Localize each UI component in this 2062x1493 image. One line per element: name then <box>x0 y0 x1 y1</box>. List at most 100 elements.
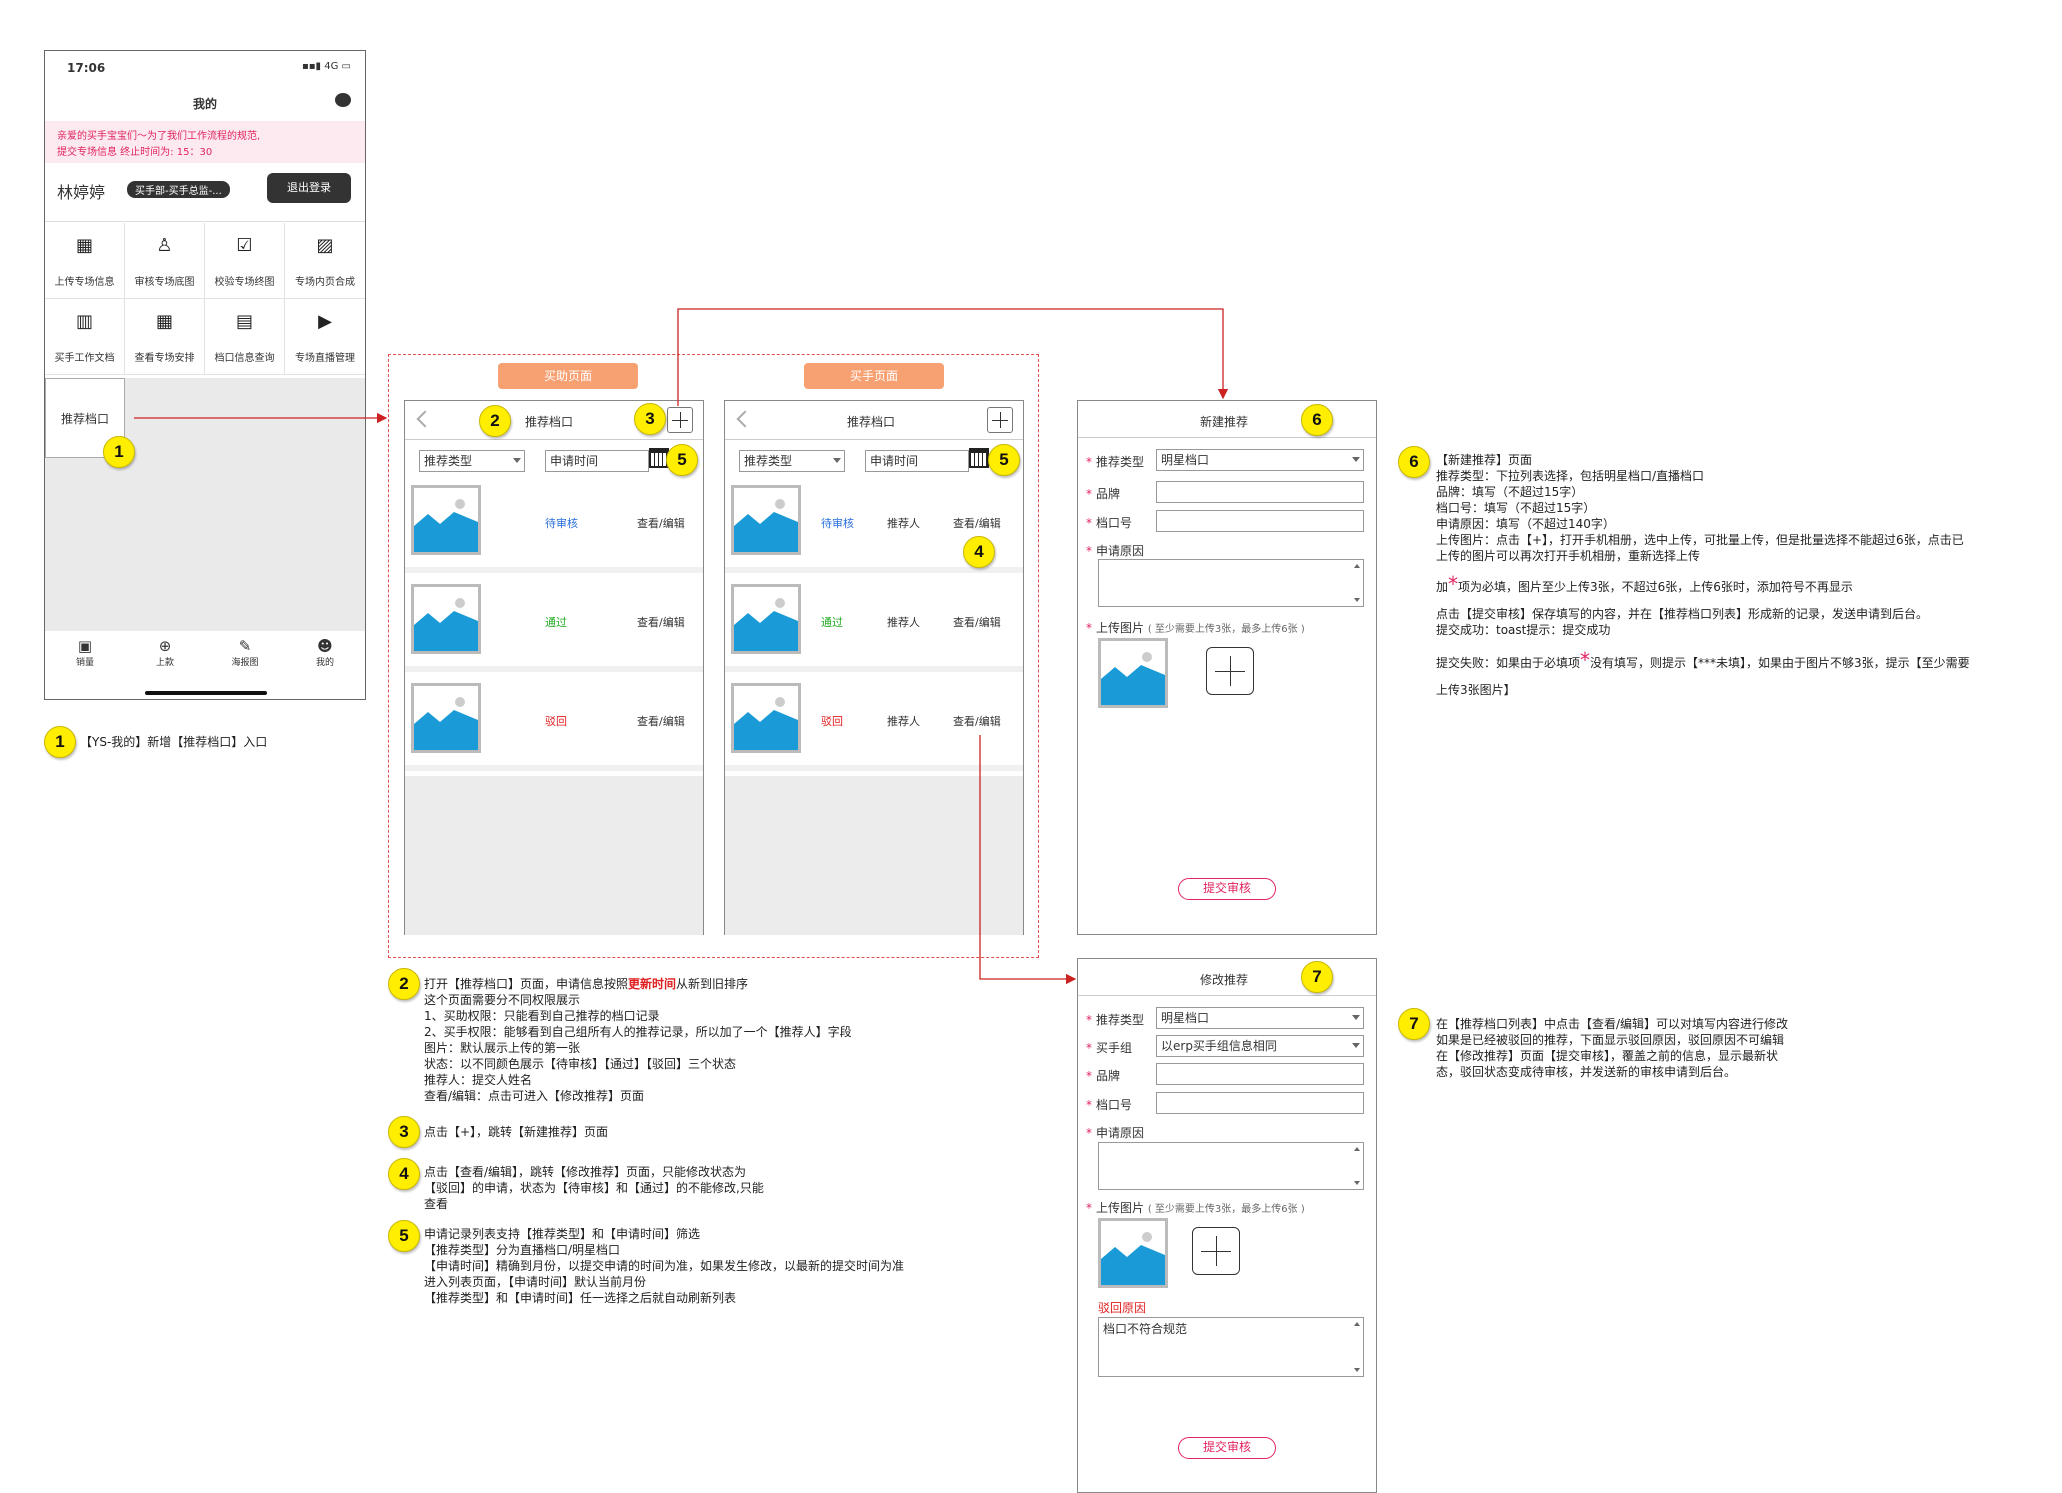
grid-item[interactable]: ▤档口信息查询 <box>205 299 285 375</box>
empty-area <box>405 776 703 935</box>
list-item[interactable]: 驳回 推荐人 查看/编辑 <box>725 677 1023 771</box>
reason-textarea[interactable] <box>1098 559 1364 607</box>
checkbox-icon: ☑ <box>236 235 253 256</box>
header-divider <box>725 439 1023 440</box>
list-item[interactable]: 待审核 查看/编辑 <box>405 479 703 573</box>
uploaded-image[interactable] <box>1098 638 1168 708</box>
note-5: 申请记录列表支持【推荐类型】和【申请时间】筛选 【推荐类型】分为直播档口/明星档… <box>424 1227 905 1305</box>
type-filter-select[interactable]: 推荐类型 <box>739 450 845 472</box>
pen-icon: ✎ <box>238 637 252 655</box>
view-edit-link[interactable]: 查看/编辑 <box>637 616 685 629</box>
upload-label: *上传图片 ( 至少需要上传3张，最多上传6张 ) <box>1086 621 1305 635</box>
grid-item[interactable]: ☑校验专场终图 <box>205 223 285 299</box>
submit-button[interactable]: 提交审核 <box>1178 878 1276 900</box>
add-button[interactable] <box>987 407 1013 433</box>
badge-3: 3 <box>634 403 666 435</box>
list-item[interactable]: 通过推荐人查看/编辑 <box>725 578 1023 672</box>
stall-input[interactable] <box>1156 510 1364 532</box>
dashboard-icon: ▦ <box>75 235 93 256</box>
stall-input[interactable] <box>1156 1092 1364 1114</box>
uploaded-image[interactable] <box>1098 1218 1168 1288</box>
add-image-button[interactable] <box>1192 1227 1240 1275</box>
add-button[interactable] <box>667 407 693 433</box>
list-item[interactable]: 通过查看/编辑 <box>405 578 703 672</box>
header-divider <box>1078 437 1376 438</box>
stall-thumbnail <box>731 683 801 753</box>
signal-icon: ▪▪▮ <box>301 61 322 72</box>
logout-button[interactable]: 退出登录 <box>267 173 351 203</box>
type-select[interactable]: 明星档口 <box>1156 449 1364 471</box>
status-label: 待审核 <box>545 517 578 530</box>
tab-user[interactable]: ☻我的 <box>285 637 365 677</box>
time-filter-select[interactable]: 申请时间 <box>545 450 649 472</box>
note-2-detail: 这个页面需要分不同权限展示 1、买助权限：只能看到自己推荐的档口记录 2、买手权… <box>424 993 852 1103</box>
image-icon <box>1101 1232 1165 1285</box>
grid-item[interactable]: ▨专场内页合成 <box>285 223 365 299</box>
image-icon <box>414 598 478 651</box>
brand-input[interactable] <box>1156 481 1364 503</box>
view-edit-link[interactable]: 查看/编辑 <box>637 517 685 530</box>
badge-5: 5 <box>988 444 1020 476</box>
page-title: 新建推荐 <box>1200 415 1249 429</box>
brand-input[interactable] <box>1156 1063 1364 1085</box>
image-icon <box>734 697 798 750</box>
status-label: 待审核 <box>821 517 854 530</box>
grid-item-label: 档口信息查询 <box>214 353 275 364</box>
grid-item-label: 查看专场安排 <box>134 353 195 364</box>
tab-pen[interactable]: ✎海报图 <box>205 637 285 677</box>
notice-line-2: 提交专场信息 终止时间为: 15：30 <box>57 147 213 158</box>
note-2: 打开【推荐档口】页面，申请信息按照更新时间从新到旧排序 <box>424 977 749 991</box>
grid-item[interactable]: ▥买手工作文档 <box>45 299 125 375</box>
assistant-list-page: 推荐档口 推荐类型 申请时间 待审核查看/编辑通过查看/编辑驳回查看/编辑 <box>404 400 704 935</box>
view-edit-link[interactable]: 查看/编辑 <box>953 616 1001 629</box>
image-icon <box>414 697 478 750</box>
add-image-button[interactable] <box>1206 647 1254 695</box>
group-select[interactable]: 以erp买手组信息相同 <box>1156 1035 1364 1057</box>
battery-icon: ▭ <box>341 61 351 72</box>
type-filter-select[interactable]: 推荐类型 <box>419 450 525 472</box>
tab-plus-circle[interactable]: ⊕上款 <box>125 637 205 677</box>
status-label: 驳回 <box>821 715 843 728</box>
buyer-page-button: 买手页面 <box>804 363 944 389</box>
time-filter-select[interactable]: 申请时间 <box>865 450 969 472</box>
grid-item[interactable]: ▶专场直播管理 <box>285 299 365 375</box>
image-icon <box>1101 652 1165 705</box>
user-name: 林婷婷 <box>57 183 106 202</box>
list-item[interactable]: 驳回 查看/编辑 <box>405 677 703 771</box>
stall-thumbnail <box>411 683 481 753</box>
grid-item[interactable]: ♙审核专场底图 <box>125 223 205 299</box>
assistant-page-button: 买助页面 <box>498 363 638 389</box>
note-6-fail-end: 上传3张图片】 <box>1436 683 1516 697</box>
stall-label: *档口号 <box>1086 516 1133 530</box>
image-icon: ▨ <box>316 235 334 256</box>
recommender-label: 推荐人 <box>887 715 920 728</box>
back-chevron-icon[interactable] <box>736 410 754 428</box>
view-edit-link[interactable]: 查看/编辑 <box>953 715 1001 728</box>
reason-label: *申请原因 <box>1086 544 1145 558</box>
page-title: 推荐档口 <box>847 415 896 429</box>
view-edit-link[interactable]: 查看/编辑 <box>637 715 685 728</box>
notice-banner: 亲爱的买手宝宝们～为了我们工作流程的规范, 提交专场信息 终止时间为: 15：3… <box>45 121 365 163</box>
badge-2: 2 <box>388 968 420 1000</box>
status-label: 驳回 <box>545 715 567 728</box>
note-3: 点击【+】，跳转【新建推荐】页面 <box>424 1125 609 1139</box>
grid-item[interactable]: ▦查看专场安排 <box>125 299 205 375</box>
badge-3: 3 <box>388 1116 420 1148</box>
calendar-icon[interactable] <box>969 448 989 468</box>
tab-chart[interactable]: ▣销量 <box>45 637 125 677</box>
page-title: 我的 <box>192 97 217 111</box>
grid-item-label: 买手工作文档 <box>54 353 115 364</box>
grid-item[interactable]: ▦ 上传专场信息 <box>45 223 125 299</box>
tab-label: 我的 <box>315 658 334 668</box>
chart-icon: ▣ <box>77 637 93 655</box>
back-chevron-icon[interactable] <box>416 410 434 428</box>
grid-item-label: 上传专场信息 <box>54 277 115 288</box>
reason-textarea[interactable] <box>1098 1142 1364 1190</box>
chat-icon[interactable] <box>335 93 351 107</box>
stall-thumbnail <box>731 584 801 654</box>
buyer-list-page: 推荐档口 推荐类型 申请时间 待审核推荐人查看/编辑通过推荐人查看/编辑驳回推荐… <box>724 400 1024 935</box>
stall-thumbnail <box>411 485 481 555</box>
submit-button[interactable]: 提交审核 <box>1178 1437 1276 1459</box>
view-edit-link[interactable]: 查看/编辑 <box>953 517 1001 530</box>
type-select[interactable]: 明星档口 <box>1156 1007 1364 1029</box>
